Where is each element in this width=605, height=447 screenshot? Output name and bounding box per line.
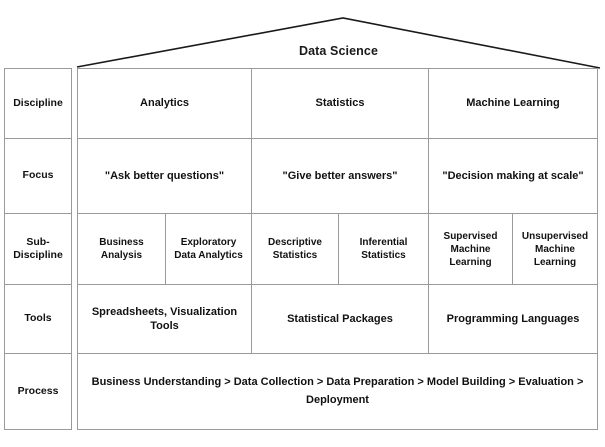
cell-discipline-analytics: Analytics (78, 69, 252, 138)
cell-sub-business-analysis: Business Analysis (78, 214, 166, 284)
row-focus: "Ask better questions" "Give better answ… (78, 139, 597, 214)
row-label-tools: Tools (5, 285, 71, 354)
row-process: Business Understanding > Data Collection… (78, 354, 597, 429)
cell-sub-inferential-statistics: Inferential Statistics (339, 214, 429, 284)
cell-sub-exploratory-data-analytics: Exploratory Data Analytics (166, 214, 252, 284)
cell-tools-analytics: Spreadsheets, Visualization Tools (78, 285, 252, 353)
cell-focus-statistics: "Give better answers" (252, 139, 429, 213)
cell-tools-statistics: Statistical Packages (252, 285, 429, 353)
row-sub-discipline: Business Analysis Exploratory Data Analy… (78, 214, 597, 285)
row-discipline: Analytics Statistics Machine Learning (78, 69, 597, 139)
cell-sub-supervised-machine-learning: Supervised Machine Learning (429, 214, 513, 284)
cell-focus-analytics: "Ask better questions" (78, 139, 252, 213)
row-label-discipline: Discipline (5, 69, 71, 139)
cell-discipline-statistics: Statistics (252, 69, 429, 138)
cell-process-full-width: Business Understanding > Data Collection… (91, 376, 584, 406)
cell-focus-machine-learning: "Decision making at scale" (442, 169, 584, 182)
row-label-process: Process (17, 384, 59, 397)
cell-sub-unsupervised-machine-learning: Unsupervised Machine Learning (521, 230, 589, 268)
row-tools: Spreadsheets, Visualization Tools Statis… (78, 285, 597, 354)
diagram-title: Data Science (298, 44, 379, 58)
row-label-sub-discipline: Sub-Discipline (5, 214, 71, 285)
row-label-focus: Focus (5, 139, 71, 214)
row-label-column: Discipline Focus Sub-Discipline Tools Pr… (4, 68, 72, 430)
cell-tools-machine-learning: Programming Languages (446, 312, 580, 325)
main-grid: Analytics Statistics Machine Learning "A… (77, 68, 598, 430)
cell-discipline-machine-learning: Machine Learning (466, 97, 560, 110)
cell-sub-descriptive-statistics: Descriptive Statistics (252, 214, 339, 284)
